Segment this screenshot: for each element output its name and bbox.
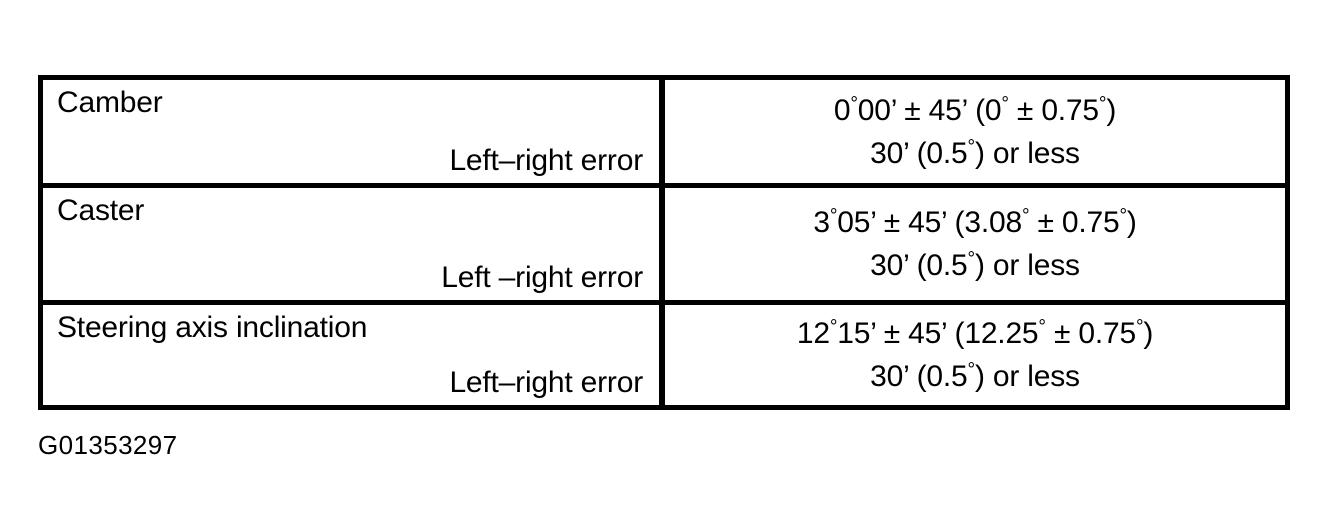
spec-tolerance: ± 0.75: [1045, 317, 1136, 350]
degree-symbol-icon: °: [1135, 316, 1144, 338]
spec-minutes: 15’ ± 45’ (12.25: [837, 317, 1039, 350]
spec-minutes: 00’ ± 45’ (0: [857, 93, 1002, 127]
table-row: Steering axis inclination Left–right err…: [43, 300, 1285, 405]
spec-degrees: 0: [833, 93, 851, 127]
spec-close-paren: ): [1126, 206, 1137, 239]
spec-close-paren: ): [1143, 317, 1154, 350]
degree-symbol-icon: °: [850, 93, 858, 115]
specification-value: 12°15’ ± 45’ (12.25° ± 0.75°): [796, 312, 1154, 355]
left-right-error-label: Left–right error: [449, 144, 643, 177]
spec-tolerance: ± 0.75: [1029, 206, 1120, 239]
tolerance-suffix: ) or less: [974, 249, 1080, 282]
tolerance-value: 30’ (0.5°) or less: [870, 355, 1080, 398]
tolerance-value: 30’ (0.5°) or less: [870, 132, 1080, 175]
figure-caption: G01353297: [38, 430, 178, 460]
table-cell-parameter: Caster Left –right error: [43, 188, 665, 300]
degree-symbol-icon: °: [1119, 205, 1127, 227]
degree-symbol-icon: °: [1098, 93, 1107, 115]
left-right-error-label: Left –right error: [441, 261, 643, 294]
left-right-error-label: Left–right error: [449, 366, 643, 399]
table-row: Caster Left –right error 3°05’ ± 45’ (3.…: [43, 183, 1285, 300]
parameter-name: Caster: [57, 194, 145, 227]
specification-value: 0°00’ ± 45’ (0° ± 0.75°): [834, 89, 1116, 132]
tolerance-prefix: 30’ (0.5: [870, 249, 968, 282]
degree-symbol-icon: °: [967, 248, 976, 270]
degree-symbol-icon: °: [1021, 205, 1030, 227]
wheel-alignment-spec-table: Camber Left–right error 0°00’ ± 45’ (0° …: [38, 75, 1290, 410]
degree-symbol-icon: °: [829, 316, 838, 338]
specification-value: 3°05’ ± 45’ (3.08° ± 0.75°): [813, 201, 1137, 244]
tolerance-suffix: ) or less: [974, 136, 1080, 170]
tolerance-value: 30’ (0.5°) or less: [870, 244, 1080, 287]
degree-symbol-icon: °: [1038, 316, 1046, 338]
spec-close-paren: ): [1106, 93, 1117, 127]
spec-tolerance: ± 0.75: [1008, 93, 1099, 127]
parameter-name: Camber: [57, 86, 163, 119]
tolerance-prefix: 30’ (0.5: [870, 136, 968, 170]
table-row: Camber Left–right error 0°00’ ± 45’ (0° …: [43, 80, 1285, 183]
spec-degrees: 12: [796, 317, 830, 350]
table-cell-parameter: Steering axis inclination Left–right err…: [43, 305, 665, 405]
degree-symbol-icon: °: [1001, 93, 1009, 115]
tolerance-prefix: 30’ (0.5: [870, 360, 968, 393]
table-cell-specification: 0°00’ ± 45’ (0° ± 0.75°) 30’ (0.5°) or l…: [665, 80, 1285, 183]
parameter-name: Steering axis inclination: [57, 311, 368, 344]
tolerance-suffix: ) or less: [974, 360, 1080, 393]
spec-minutes: 05’ ± 45’ (3.08: [837, 206, 1022, 239]
table-cell-specification: 12°15’ ± 45’ (12.25° ± 0.75°) 30’ (0.5°)…: [665, 305, 1285, 405]
degree-symbol-icon: °: [967, 136, 976, 158]
spec-degrees: 3: [813, 206, 830, 239]
degree-symbol-icon: °: [967, 359, 976, 381]
table-cell-specification: 3°05’ ± 45’ (3.08° ± 0.75°) 30’ (0.5°) o…: [665, 188, 1285, 300]
degree-symbol-icon: °: [829, 205, 838, 227]
table-cell-parameter: Camber Left–right error: [43, 80, 665, 183]
